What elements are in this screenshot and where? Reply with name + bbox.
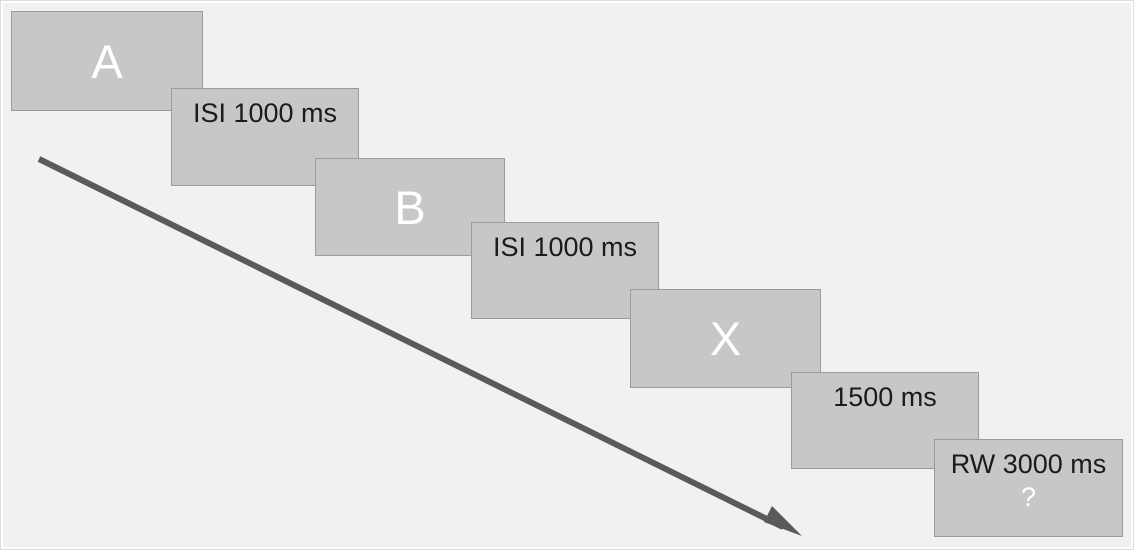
- slide-label-duration-1500: 1500 ms: [833, 382, 937, 412]
- slide-label-response-window: RW 3000 ms: [950, 449, 1107, 479]
- slide-label-isi-1: ISI 1000 ms: [192, 98, 338, 128]
- slide-stimulus-a: A: [11, 11, 203, 111]
- slide-label-a: A: [91, 34, 123, 88]
- slide-label-b: B: [394, 180, 426, 234]
- slide-label-x: X: [709, 312, 742, 365]
- question-mark-prompt: ?: [1020, 482, 1037, 513]
- slide-label-isi-2: ISI 1000 ms: [492, 232, 638, 262]
- slide-response-window: RW 3000 ms ?: [934, 439, 1123, 537]
